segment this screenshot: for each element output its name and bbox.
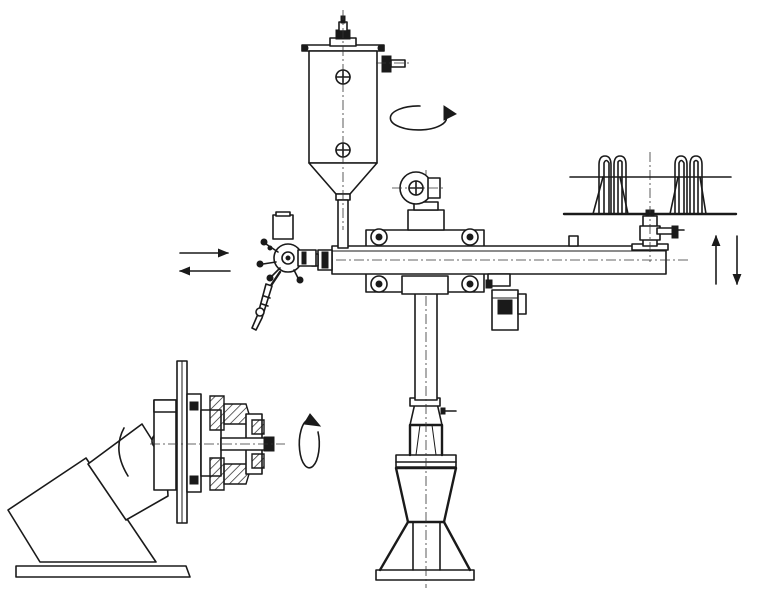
column-base [375, 397, 475, 581]
carriage-rollers [370, 228, 479, 293]
boom-arm [300, 228, 690, 295]
workpiece-lift-unit [639, 152, 685, 262]
carriage-drive-motor [392, 171, 446, 231]
motion-arrows [178, 234, 742, 286]
boom-drive-motor [485, 273, 527, 331]
rotation-arrows [298, 105, 457, 469]
welding-head [251, 211, 317, 331]
column-rotation-arrow [389, 105, 448, 131]
positioner-rotation-arrow [298, 419, 321, 469]
flux-hopper [301, 10, 412, 249]
workpiece-fixture [562, 155, 738, 216]
welding-positioner [7, 360, 285, 578]
